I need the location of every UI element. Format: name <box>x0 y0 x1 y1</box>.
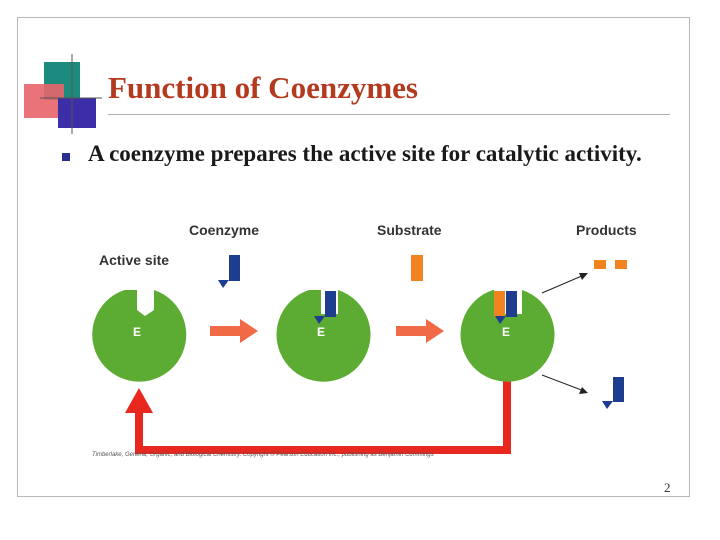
process-arrow-2 <box>396 319 444 343</box>
enzyme-2-coenzyme <box>325 291 336 317</box>
label-substrate: Substrate <box>377 222 442 238</box>
coenzyme-diagram: E E E <box>92 255 627 454</box>
product-arrow-up <box>541 273 588 294</box>
enzyme-1-label: E <box>133 325 141 339</box>
enzyme-3-coenzyme-tip <box>495 316 506 324</box>
decor-red-square <box>24 84 64 118</box>
bullet-icon <box>62 153 70 161</box>
enzyme-1-body <box>92 290 187 382</box>
enzyme-3-body <box>460 290 555 382</box>
enzyme-2: E <box>276 290 371 382</box>
feedback-arrowhead <box>125 388 153 413</box>
released-coenzyme <box>602 377 624 409</box>
feedback-loop-arrow <box>135 368 511 454</box>
product-arrow-down <box>541 374 588 394</box>
substrate-block <box>411 255 423 281</box>
enzyme-3-substrate <box>494 291 505 317</box>
enzyme-2-body <box>276 290 371 382</box>
copyright-credit: Timberlake, General, Organic, and Biolog… <box>92 452 434 458</box>
slide-title: Function of Coenzymes <box>108 70 418 105</box>
enzyme-3: E <box>460 290 555 382</box>
decor-blue-square <box>58 98 96 128</box>
label-coenzyme: Coenzyme <box>189 222 260 238</box>
slide: Function of Coenzymes A coenzyme prepare… <box>17 17 690 497</box>
coenzyme-block <box>229 255 240 281</box>
coenzyme-tip <box>218 280 229 288</box>
title-divider <box>108 114 670 115</box>
title-decoration <box>24 54 102 134</box>
enzyme-2-coenzyme-tip <box>314 316 325 324</box>
product-1 <box>594 260 606 269</box>
enzyme-3-coenzyme <box>506 291 517 317</box>
process-arrow-1 <box>210 319 258 343</box>
enzyme-1: E <box>92 290 187 382</box>
enzyme-3-label: E <box>502 325 510 339</box>
enzyme-2-label: E <box>317 325 325 339</box>
coenzyme-piece <box>218 255 240 288</box>
page-number: 2 <box>664 480 671 495</box>
label-active-site: Active site <box>99 252 170 268</box>
product-2 <box>615 260 627 269</box>
label-products: Products <box>576 222 637 238</box>
bullet-text: A coenzyme prepares the active site for … <box>88 141 642 166</box>
